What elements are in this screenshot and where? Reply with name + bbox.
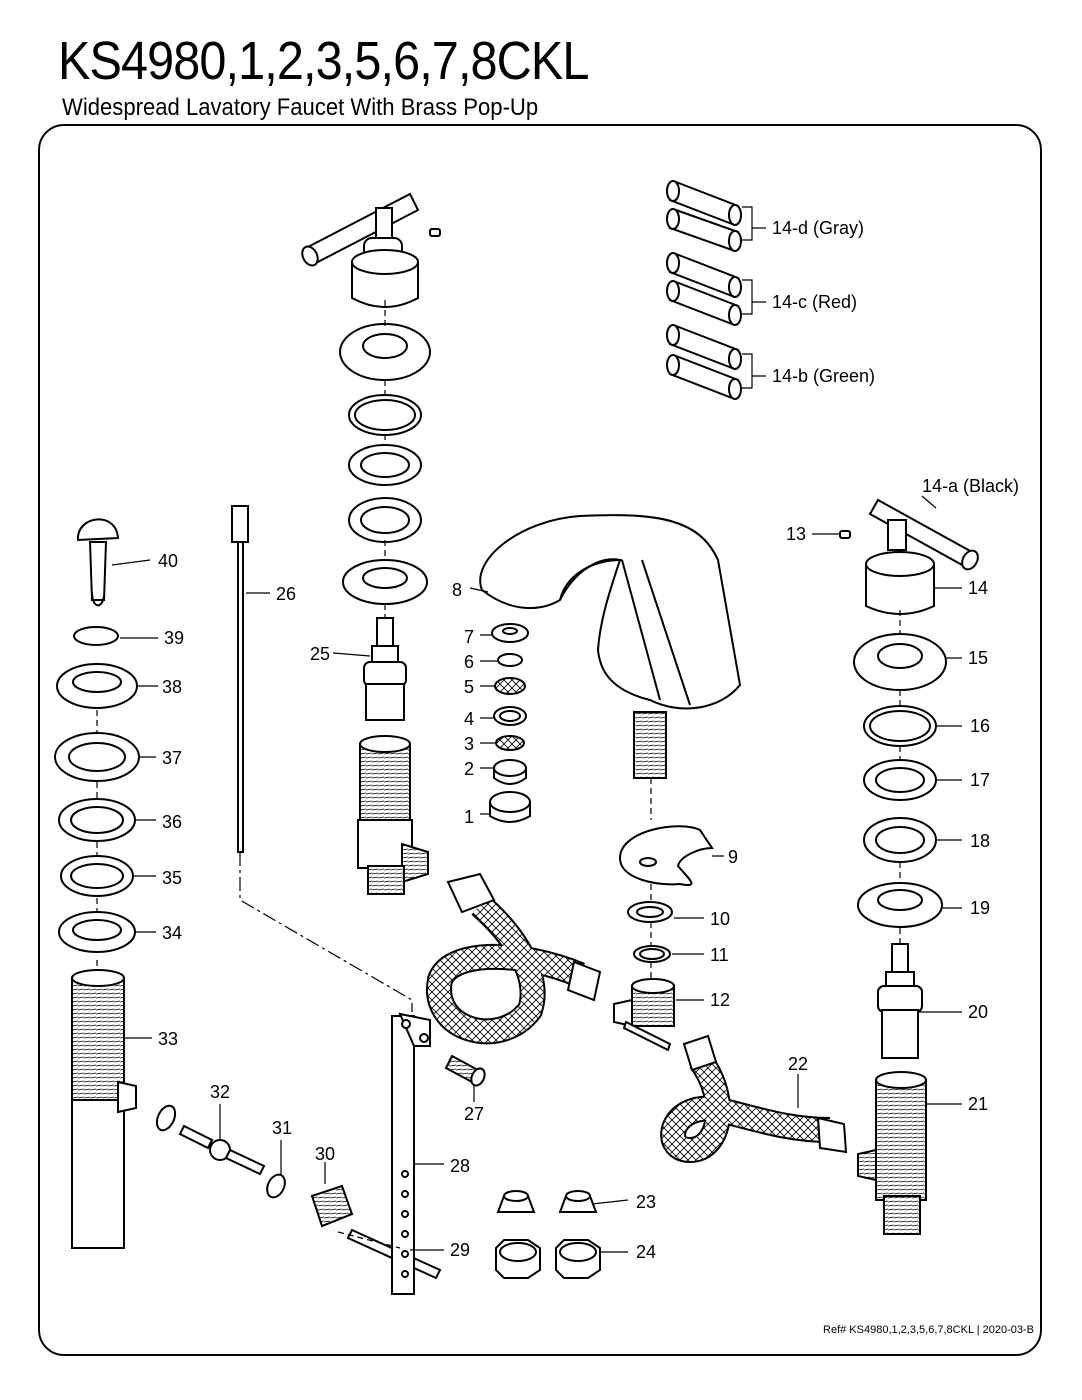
- callout-35: 35: [162, 868, 182, 888]
- callout-34: 34: [162, 923, 182, 943]
- left-handle-assembly: [301, 192, 441, 895]
- callout-labels: 1 2 3 4 5 6 7 8 9 10 11 12 13 14 15 16 1…: [158, 218, 1019, 1262]
- callout-38: 38: [162, 677, 182, 697]
- callout-25: 25: [310, 644, 330, 664]
- callout-19: 19: [970, 898, 990, 918]
- callout-26: 26: [276, 584, 296, 604]
- callout-31: 31: [272, 1118, 292, 1138]
- callout-14a: 14-a (Black): [922, 476, 1019, 496]
- page-title: KS4980,1,2,3,5,6,7,8CKL: [58, 31, 589, 91]
- callout-7: 7: [464, 627, 474, 647]
- callout-5: 5: [464, 677, 474, 697]
- callout-22: 22: [788, 1054, 808, 1074]
- callout-13: 13: [786, 524, 806, 544]
- callout-37: 37: [162, 748, 182, 768]
- center-lines: [96, 206, 962, 1253]
- pop-up-assembly: [54, 505, 601, 1295]
- callout-9: 9: [728, 847, 738, 867]
- supply-hoses: [426, 872, 848, 1164]
- callout-21: 21: [968, 1094, 988, 1114]
- callout-14d: 14-d (Gray): [772, 218, 864, 238]
- diagram-frame: [38, 124, 1042, 1356]
- callout-33: 33: [158, 1029, 178, 1049]
- callout-32: 32: [210, 1082, 230, 1102]
- callout-15: 15: [968, 648, 988, 668]
- callout-16: 16: [970, 716, 990, 736]
- callout-24: 24: [636, 1242, 656, 1262]
- callout-18: 18: [970, 831, 990, 851]
- callout-1: 1: [464, 807, 474, 827]
- callout-29: 29: [450, 1240, 470, 1260]
- callout-17: 17: [970, 770, 990, 790]
- callout-2: 2: [464, 759, 474, 779]
- callout-6: 6: [464, 652, 474, 672]
- spare-handle-bars: [666, 180, 742, 400]
- callout-20: 20: [968, 1002, 988, 1022]
- callout-11: 11: [710, 945, 729, 965]
- callout-30: 30: [315, 1144, 335, 1164]
- callout-12: 12: [710, 990, 730, 1010]
- callout-40: 40: [158, 551, 178, 571]
- callout-14c: 14-c (Red): [772, 292, 857, 312]
- page-subtitle: Widespread Lavatory Faucet With Brass Po…: [62, 94, 539, 121]
- spout-assembly: [479, 514, 742, 1052]
- callout-8: 8: [452, 580, 462, 600]
- callout-14b: 14-b (Green): [772, 366, 875, 386]
- callout-3: 3: [464, 734, 474, 754]
- callout-23: 23: [636, 1192, 656, 1212]
- callout-36: 36: [162, 812, 182, 832]
- callout-14: 14: [968, 578, 988, 598]
- callout-27: 27: [464, 1104, 484, 1124]
- callout-4: 4: [464, 709, 474, 729]
- reference-note: Ref# KS4980,1,2,3,5,6,7,8CKL | 2020-03-B: [823, 1324, 1034, 1336]
- callout-28: 28: [450, 1156, 470, 1176]
- callout-10: 10: [710, 909, 730, 929]
- callout-39: 39: [164, 628, 184, 648]
- right-handle-assembly: [839, 498, 979, 1235]
